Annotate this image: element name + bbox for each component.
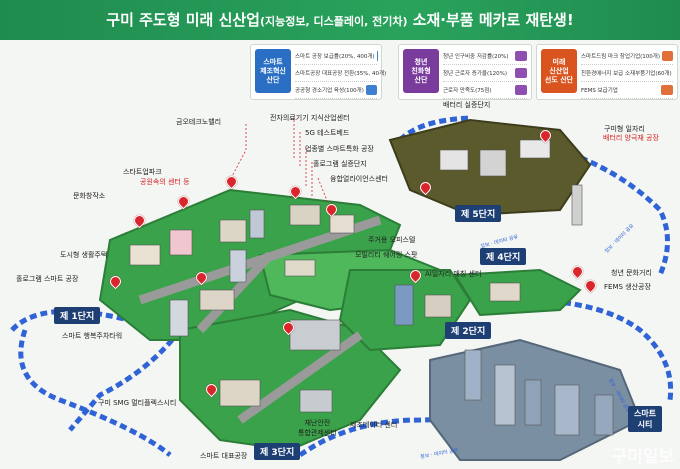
page-banner: 구미 주도형 미래 신산업(지능정보, 디스플레이, 전기차) 소재·부품 메카… — [0, 0, 680, 40]
panel-row: 스마트공장 대표공장 전환(35%, 40개) — [295, 71, 387, 77]
people-icon — [515, 51, 527, 61]
panel-row: 공공형 경소기업 육성(100개) — [295, 88, 364, 94]
facility-label: 제조데이터 센터 — [350, 421, 398, 429]
facility-label: 배터리 실증단지 — [443, 101, 491, 109]
panel-future-industry: 미래 신산업 선도 산단 스마트드림 마크 창업기업(100개) 친환경에너지 … — [536, 44, 678, 100]
zone-badge: 제 5단지 — [455, 205, 502, 222]
panel-youth-friendly: 청년 친화형 산단 청년 인구비중 저감률(20%) 청년 근로자 증가율(12… — [398, 44, 532, 100]
facility-label: 홀로그램 실증단지 — [313, 160, 367, 168]
facility-label: 도시형 생활주택 — [60, 251, 108, 259]
smile-icon — [515, 85, 527, 95]
facility-label: 스타트업파크 — [123, 168, 162, 176]
facility-label: 업종별 스마트특화 공장 — [305, 145, 374, 153]
facility-sublabel: 공원속의 센터 등 — [140, 178, 190, 186]
banner-subtitle: (지능정보, 디스플레이, 전기차) — [259, 15, 408, 28]
panel-row: 청년 인구비중 저감률(20%) — [443, 54, 509, 60]
panel-row: 스마트드림 마크 창업기업(100개) — [581, 54, 661, 60]
panel-head: 청년 친화형 산단 — [403, 49, 439, 93]
facility-label: 구미 SMG 멀티플렉스시티 — [98, 399, 177, 407]
watermark-logo: 구미일보 — [611, 447, 674, 467]
panel-row: 친환경에너지 보급 소재부품기업(60개) — [581, 71, 672, 77]
panel-head: 스마트 제조혁신 산단 — [255, 49, 291, 93]
zone-badge: 제 2단지 — [445, 322, 492, 339]
energy-icon — [661, 85, 673, 95]
worker-icon — [515, 68, 527, 78]
gear-icon — [365, 85, 377, 95]
facility-label: AI일자리 매칭 센터 — [425, 270, 482, 278]
facility-label: 주거용 오피스텔 — [368, 236, 416, 244]
panel-head: 미래 신산업 선도 산단 — [541, 49, 577, 93]
panel-smart-manufacturing: 스마트 제조혁신 산단 스마트 공장 보급률(20%, 400개) 스마트공장 … — [250, 44, 386, 100]
zone-badge: 제 3단지 — [254, 443, 301, 460]
zone-badge: 제 4단지 — [480, 248, 527, 265]
facility-label: 모빌리티 쉐어링 스팟 — [355, 251, 418, 259]
rocket-icon — [662, 51, 673, 61]
facility-label: 전자의료기기 지식산업센터 — [270, 114, 350, 122]
facility-label: 금오테크노밸리 — [176, 118, 222, 126]
banner-tail: 소재·부품 메카로 재탄생! — [407, 11, 574, 29]
facility-label: 재난안전 통합관제센터 — [298, 419, 337, 437]
facility-label: 홀로그램 스마트 공장 — [16, 275, 79, 283]
panel-row: 스마트 공장 보급률(20%, 400개) — [295, 54, 375, 60]
panel-row: 청년 근로자 증가율(120%) — [443, 71, 507, 77]
facility-sublabel: 배터리 양극재 공장 — [603, 134, 659, 142]
facility-label: 구미형 일자리 — [604, 125, 645, 133]
panel-row: FEMS 보급기업 — [581, 88, 618, 94]
facility-label: 5G 테스트베드 — [305, 129, 350, 137]
banner-title: 구미 주도형 미래 신산업 — [106, 11, 260, 29]
facility-label: 융합얼라이언스센터 — [330, 175, 388, 183]
facility-label: 스마트 행복주차타워 — [62, 332, 123, 340]
facility-label: 문화창작소 — [73, 192, 106, 200]
facility-label: 청년 문화거리 — [611, 269, 652, 277]
zone-badge: 제 1단지 — [54, 307, 101, 324]
panel-row: 근로자 만족도(75점) — [443, 88, 492, 94]
zone-badge: 스마트 시티 — [628, 406, 663, 432]
facility-label: 스마트 대표공장 — [200, 452, 248, 460]
facility-label: FEMS 생산공장 — [604, 283, 651, 291]
